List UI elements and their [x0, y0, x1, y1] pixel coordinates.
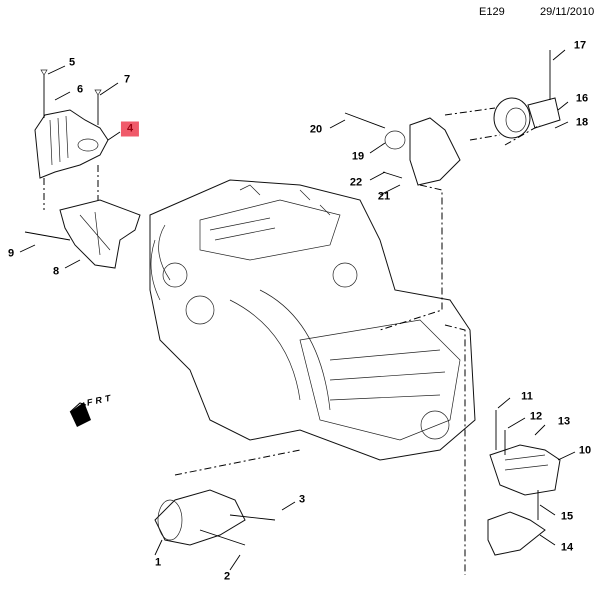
- callout-1[interactable]: 1: [154, 556, 162, 569]
- callout-13[interactable]: 13: [557, 415, 571, 428]
- callout-7[interactable]: 7: [123, 73, 131, 86]
- callout-18[interactable]: 18: [575, 116, 589, 129]
- leader-lines: [19, 49, 576, 571]
- front-direction-arrow-icon: [69, 402, 91, 427]
- callout-19[interactable]: 19: [351, 150, 365, 163]
- callout-5[interactable]: 5: [68, 56, 76, 69]
- callout-8[interactable]: 8: [52, 265, 60, 278]
- callout-12[interactable]: 12: [529, 410, 543, 423]
- callout-14[interactable]: 14: [560, 541, 574, 554]
- diagram-code: E129: [479, 6, 505, 18]
- callout-15[interactable]: 15: [560, 510, 574, 523]
- callout-20[interactable]: 20: [309, 123, 323, 136]
- callout-11[interactable]: 11: [521, 390, 533, 403]
- mount-part-10: [489, 444, 561, 496]
- callout-3[interactable]: 3: [298, 493, 306, 506]
- callout-6[interactable]: 6: [76, 83, 84, 96]
- engine-assembly: [149, 179, 476, 461]
- diagram-date: 29/11/2010: [540, 6, 595, 18]
- callout-22[interactable]: 22: [349, 176, 363, 189]
- callout-10[interactable]: 10: [578, 444, 592, 457]
- callout-21[interactable]: 21: [377, 190, 391, 203]
- bracket-part-19: [384, 117, 461, 186]
- callout-2[interactable]: 2: [223, 570, 231, 583]
- mount-part-1: [154, 489, 246, 546]
- bracket-part-14: [487, 511, 546, 556]
- engine-mount-part-4: [34, 109, 109, 179]
- bracket-part-8: [59, 199, 141, 269]
- callout-4-highlighted[interactable]: 4: [120, 121, 140, 137]
- mount-part-16: [493, 97, 561, 139]
- callout-16[interactable]: 16: [575, 92, 589, 105]
- callout-17[interactable]: 17: [573, 39, 587, 52]
- callout-9[interactable]: 9: [7, 247, 15, 260]
